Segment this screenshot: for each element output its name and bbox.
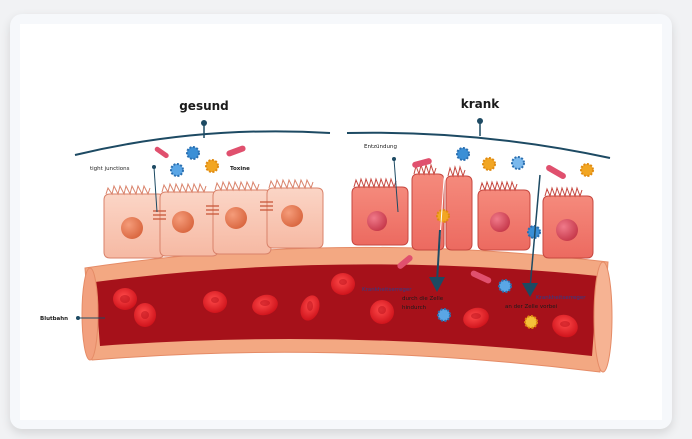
sick-cell bbox=[477, 180, 531, 251]
bacteria bbox=[154, 145, 566, 284]
toxin-blue bbox=[527, 225, 541, 239]
toxin-blue bbox=[437, 308, 451, 322]
bacterium bbox=[470, 270, 492, 284]
sick-heading-pin bbox=[477, 118, 483, 136]
toxin-blue bbox=[498, 279, 512, 293]
bacterium bbox=[546, 165, 566, 179]
tight-junctions-pointer bbox=[152, 165, 158, 213]
toxin-orange bbox=[436, 209, 450, 223]
healthy-cell bbox=[159, 182, 219, 257]
arrow-through-cell bbox=[429, 164, 446, 292]
label-pathogens-through: Krankheitserreger bbox=[362, 287, 412, 293]
label-pathogens-past: Krankheitserreger bbox=[536, 295, 586, 301]
toxins bbox=[170, 146, 594, 329]
bacterium bbox=[412, 158, 432, 168]
tight-junction-marks bbox=[153, 201, 273, 220]
red-blood-cell bbox=[370, 300, 394, 324]
bacterium bbox=[397, 255, 413, 269]
red-blood-cell bbox=[113, 288, 137, 310]
sick-lumen-arc bbox=[346, 131, 611, 159]
red-blood-cell bbox=[252, 294, 278, 316]
label-inflammation: Entzündung bbox=[364, 144, 397, 150]
sick-cell bbox=[411, 163, 445, 251]
healthy-heading-pin bbox=[201, 120, 207, 138]
sick-cell bbox=[351, 177, 409, 246]
healthy-epithelium bbox=[103, 178, 324, 259]
label-bloodstream: Blutbahn bbox=[40, 316, 68, 322]
toxin-orange bbox=[524, 315, 538, 329]
healthy-cell bbox=[266, 178, 324, 249]
healthy-lumen-arc bbox=[74, 130, 331, 156]
label-through-cell-line2: hindurch bbox=[402, 305, 427, 311]
bloodstream-pointer bbox=[76, 316, 105, 320]
label-through-cell-line1: durch die Zelle bbox=[402, 296, 444, 302]
healthy-cell bbox=[103, 184, 165, 259]
red-blood-cell bbox=[134, 303, 156, 327]
red-blood-cells bbox=[113, 273, 578, 338]
label-toxins: Toxine bbox=[230, 166, 250, 172]
red-blood-cell bbox=[203, 291, 227, 313]
red-blood-cell bbox=[331, 273, 355, 295]
toxin-blue bbox=[186, 146, 200, 160]
inflammation-pointer bbox=[392, 157, 399, 213]
label-past-cell: an der Zelle vorbei bbox=[505, 304, 558, 310]
bacterium bbox=[154, 146, 169, 159]
label-tight-junctions: tight junctions bbox=[90, 166, 130, 172]
toxin-orange bbox=[482, 157, 496, 171]
heading-sick: krank bbox=[461, 97, 501, 111]
sick-cell bbox=[445, 165, 473, 251]
bacterium bbox=[226, 145, 246, 157]
heading-healthy: gesund bbox=[179, 99, 229, 113]
toxin-blue bbox=[456, 147, 470, 161]
red-blood-cell bbox=[552, 314, 578, 338]
toxin-orange bbox=[205, 159, 219, 173]
healthy-cell bbox=[212, 180, 272, 255]
arrow-past-cell bbox=[522, 174, 541, 297]
sick-cell bbox=[542, 186, 594, 259]
toxin-blue bbox=[511, 156, 525, 170]
toxin-orange bbox=[580, 163, 594, 177]
sick-epithelium bbox=[351, 163, 594, 259]
red-blood-cell bbox=[300, 295, 320, 321]
toxin-blue bbox=[170, 163, 184, 177]
red-blood-cell bbox=[463, 307, 489, 329]
